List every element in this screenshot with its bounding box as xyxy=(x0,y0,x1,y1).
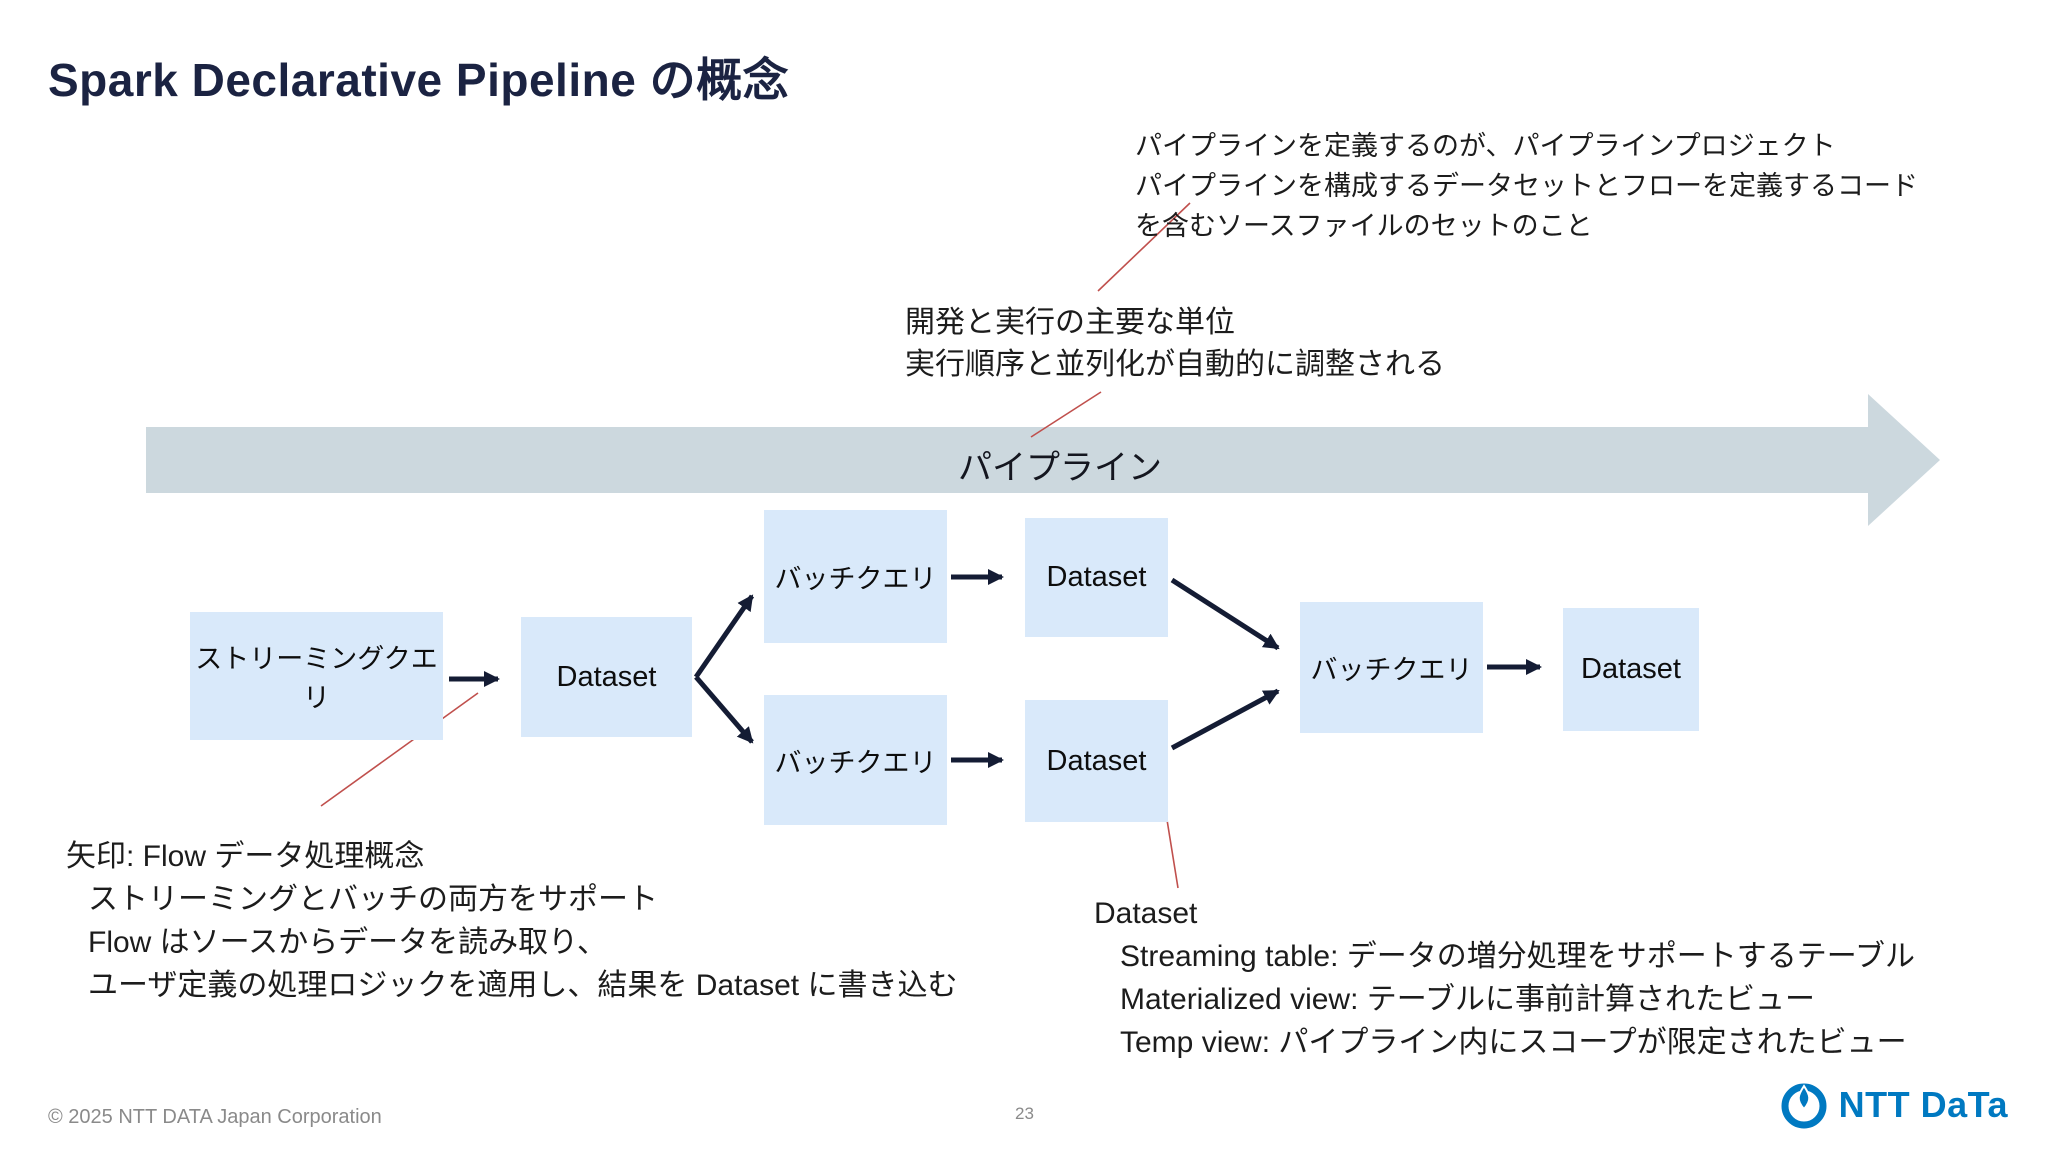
annotation-line: 矢印: Flow データ処理概念 xyxy=(66,840,425,873)
flow-box-dataset-bottom: Dataset xyxy=(1025,700,1168,822)
annotation-line: ストリーミングとバッチの両方をサポート xyxy=(88,883,658,916)
annotation-dataset-note: Dataset Streaming table: データの増分処理をサポートする… xyxy=(1094,892,1915,1064)
ntt-data-logo: NTT DaTa xyxy=(1779,1080,2008,1130)
flow-arrow-fork-down xyxy=(694,675,754,744)
annotation-pipeline-project: パイプラインを定義するのが、パイプラインプロジェクト パイプラインを構成するデー… xyxy=(1135,126,1918,246)
copyright-text: © 2025 NTT DATA Japan Corporation xyxy=(48,1106,382,1128)
flow-box-streaming-query: ストリーミングクエリ xyxy=(190,612,443,740)
annotation-line: Flow はソースからデータを読み取り、 xyxy=(88,926,607,959)
annotation-pipeline-unit: 開発と実行の主要な単位 実行順序と並列化が自動的に調整される xyxy=(905,302,1445,386)
annotation-line: Materialized view: テーブルに事前計算されたビュー xyxy=(1120,983,1815,1016)
annotation-line: 開発と実行の主要な単位 xyxy=(905,306,1235,339)
connector-line-unit-annotation xyxy=(1030,391,1102,438)
annotation-line: Streaming table: データの増分処理をサポートするテーブル xyxy=(1120,940,1915,973)
annotation-line: パイプラインを定義するのが、パイプラインプロジェクト xyxy=(1135,131,1836,161)
ntt-data-globe-icon xyxy=(1781,1083,1827,1129)
flow-box-dataset-1: Dataset xyxy=(521,617,692,737)
pipeline-band-label: パイプライン xyxy=(958,449,1162,487)
flow-box-batch-query-right: バッチクエリ xyxy=(1300,602,1483,733)
flow-box-batch-query-bottom: バッチクエリ xyxy=(764,695,947,825)
annotation-line: を含むソースファイルのセットのこと xyxy=(1135,211,1593,241)
ntt-data-wordmark: NTT DaTa xyxy=(1838,1084,2008,1125)
annotation-flow-note: 矢印: Flow データ処理概念 ストリーミングとバッチの両方をサポート Flo… xyxy=(66,835,957,1007)
page-title: Spark Declarative Pipeline の概念 xyxy=(48,54,790,106)
flow-arrow-dataset3-to-batchright xyxy=(1170,688,1280,751)
annotation-line: Temp view: パイプライン内にスコープが限定されたビュー xyxy=(1120,1026,1907,1059)
flow-box-dataset-top: Dataset xyxy=(1025,518,1168,637)
annotation-line: 実行順序と並列化が自動的に調整される xyxy=(905,348,1445,381)
annotation-line: Dataset xyxy=(1094,897,1198,930)
flow-arrow-fork-up xyxy=(693,594,755,679)
annotation-line: ユーザ定義の処理ロジックを適用し、結果を Dataset に書き込む xyxy=(88,969,958,1002)
page-number: 23 xyxy=(1015,1104,1034,1123)
annotation-line: パイプラインを構成するデータセットとフローを定義するコード xyxy=(1135,171,1918,201)
flow-arrow-dataset2-to-batchright xyxy=(1170,577,1280,651)
flow-box-dataset-final: Dataset xyxy=(1563,608,1699,731)
flow-box-batch-query-top: バッチクエリ xyxy=(764,510,947,643)
